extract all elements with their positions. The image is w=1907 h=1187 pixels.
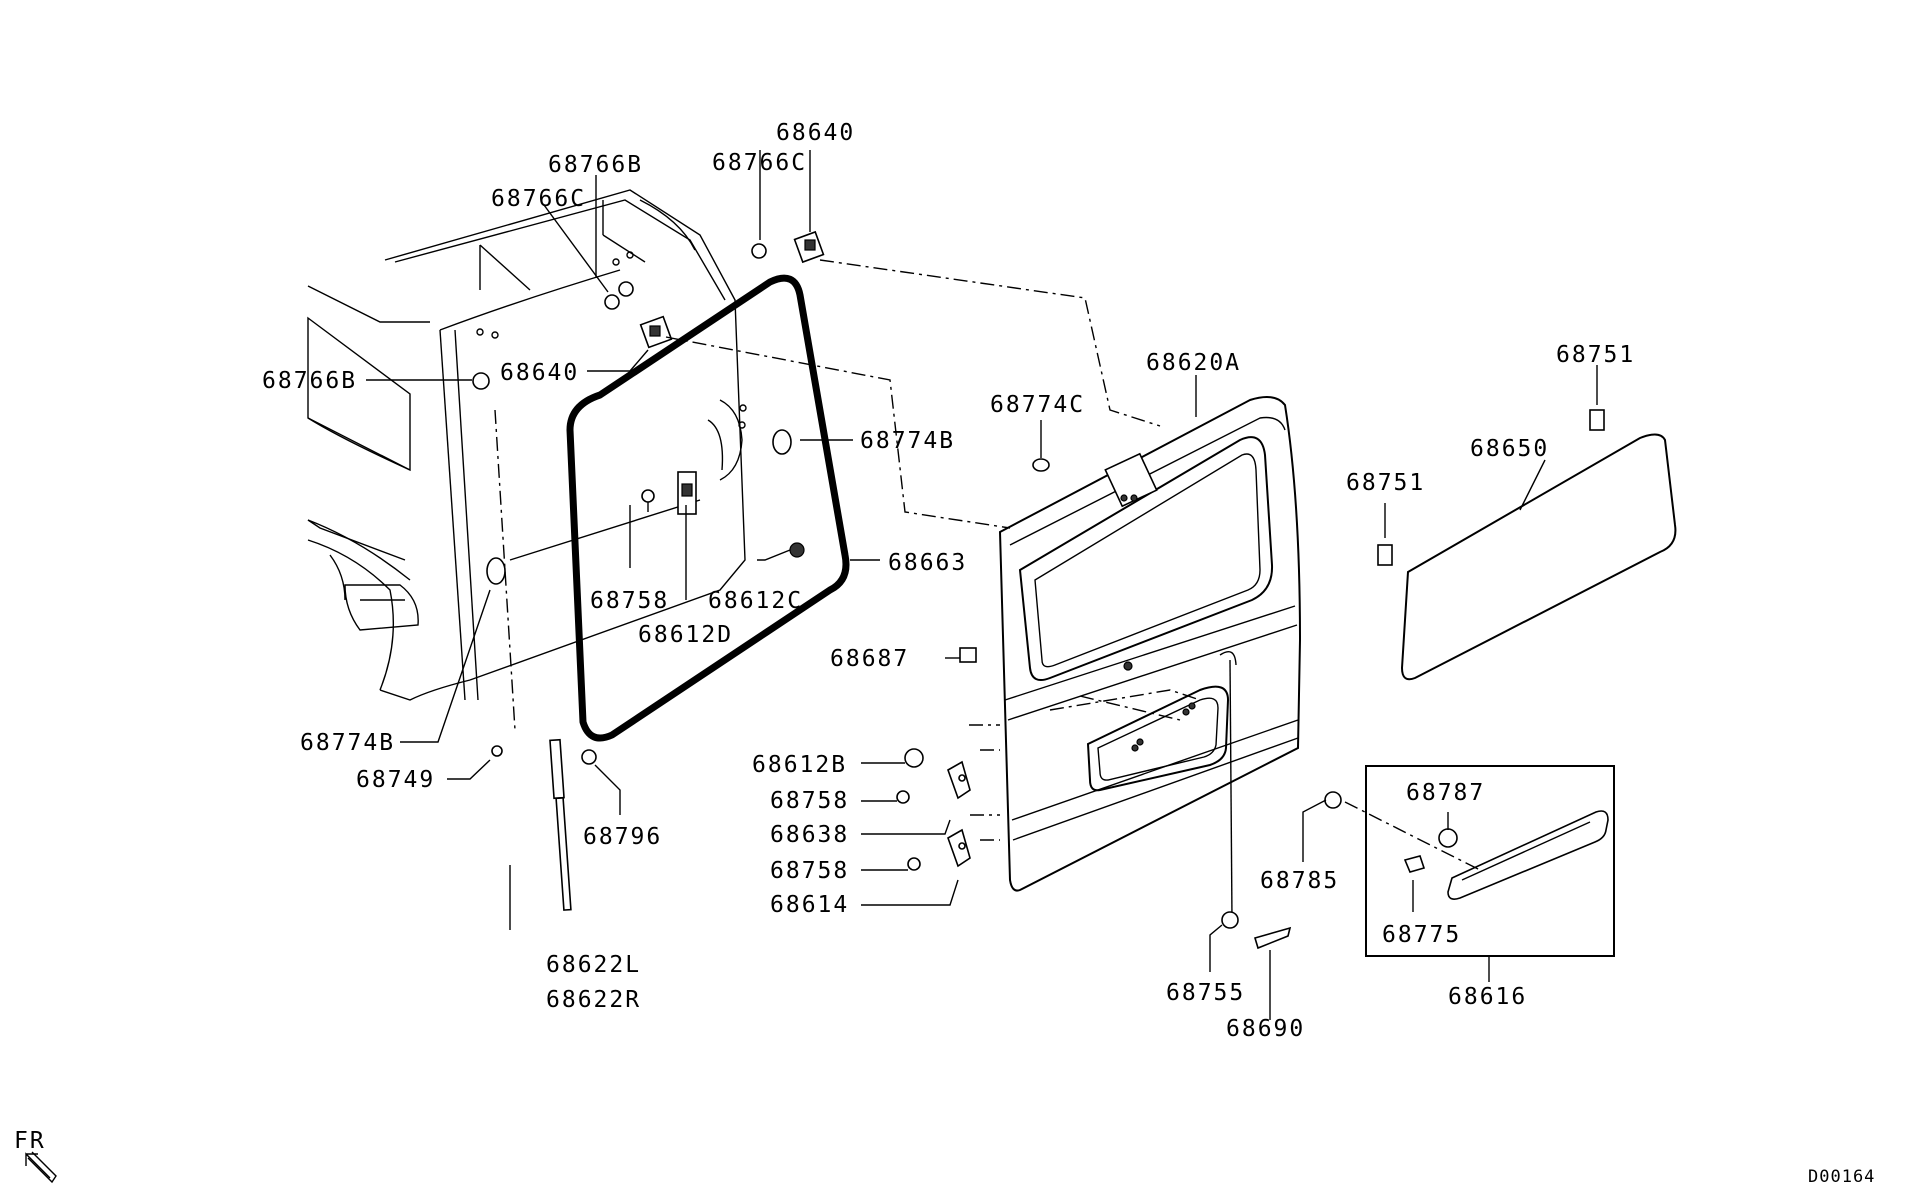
- reference-lines: [494, 259, 1481, 871]
- spacer-68751-top: [1589, 409, 1605, 431]
- weatherstrip-68663: [566, 274, 850, 742]
- label-68766B-left: 68766B: [262, 368, 357, 394]
- clip-68785: [1324, 791, 1342, 809]
- diagram-id: D00164: [1808, 1167, 1875, 1187]
- vehicle-body: [307, 189, 747, 701]
- leader-lines: [366, 150, 1598, 1020]
- hinge-mid: [604, 281, 673, 349]
- grommet-68774C: [1032, 458, 1050, 472]
- clip-68755: [1221, 911, 1239, 929]
- label-68616: 68616: [1448, 984, 1527, 1010]
- label-68785: 68785: [1260, 868, 1339, 894]
- label-68766C-left: 68766C: [491, 186, 586, 212]
- label-68766B-top: 68766B: [548, 152, 643, 178]
- grommet-68774B: [772, 429, 792, 455]
- label-68775: 68775: [1382, 922, 1461, 948]
- label-68622L: 68622L: [546, 952, 641, 978]
- label-68638: 68638: [770, 822, 849, 848]
- label-68749: 68749: [356, 767, 435, 793]
- label-68751-top: 68751: [1556, 342, 1635, 368]
- front-direction-arrow-icon: [25, 1151, 57, 1184]
- gas-strut-68622: [491, 738, 597, 911]
- label-68663: 68663: [888, 550, 967, 576]
- label-68640-top: 68640: [776, 120, 855, 146]
- label-68774B-left: 68774B: [300, 730, 395, 756]
- label-68612C: 68612C: [708, 588, 803, 614]
- nut-68766B-left: [472, 372, 490, 390]
- bolt-68758-a: [641, 489, 655, 512]
- label-68687: 68687: [830, 646, 909, 672]
- bolt-68758-b: [896, 790, 910, 804]
- tailgate-68620A: [998, 395, 1302, 921]
- label-68612B: 68612B: [752, 752, 847, 778]
- label-68766C-top: 68766C: [712, 150, 807, 176]
- striker: [677, 471, 697, 515]
- label-68640-mid: 68640: [500, 360, 579, 386]
- pad-68687: [959, 647, 977, 663]
- label-68774B-right: 68774B: [860, 428, 955, 454]
- glass-68650: [1400, 433, 1677, 681]
- hinge-68614: [947, 828, 971, 868]
- label-68751-left: 68751: [1346, 470, 1425, 496]
- label-68622R: 68622R: [546, 987, 641, 1013]
- front-direction-label: FR: [14, 1128, 46, 1154]
- label-68614: 68614: [770, 892, 849, 918]
- label-68787: 68787: [1406, 780, 1485, 806]
- label-68755: 68755: [1166, 980, 1245, 1006]
- label-68758-c: 68758: [770, 858, 849, 884]
- label-68796: 68796: [583, 824, 662, 850]
- hinge-68638: [947, 760, 971, 800]
- label-68758-a: 68758: [590, 588, 669, 614]
- label-68650: 68650: [1470, 436, 1549, 462]
- label-68612D: 68612D: [638, 622, 733, 648]
- bumper-68612B: [904, 748, 924, 768]
- bumper-68612C: [789, 542, 805, 558]
- label-68774C: 68774C: [990, 392, 1085, 418]
- hinge-upper: [751, 230, 825, 264]
- lock-68690: [1254, 926, 1292, 950]
- grommet-left: [486, 557, 506, 585]
- label-68690: 68690: [1226, 1016, 1305, 1042]
- bolt-68758-c: [907, 857, 921, 871]
- stop-lamp-box: [1365, 765, 1615, 957]
- spacer-68751-left: [1377, 544, 1393, 566]
- label-68758-b: 68758: [770, 788, 849, 814]
- label-68620A: 68620A: [1146, 350, 1241, 376]
